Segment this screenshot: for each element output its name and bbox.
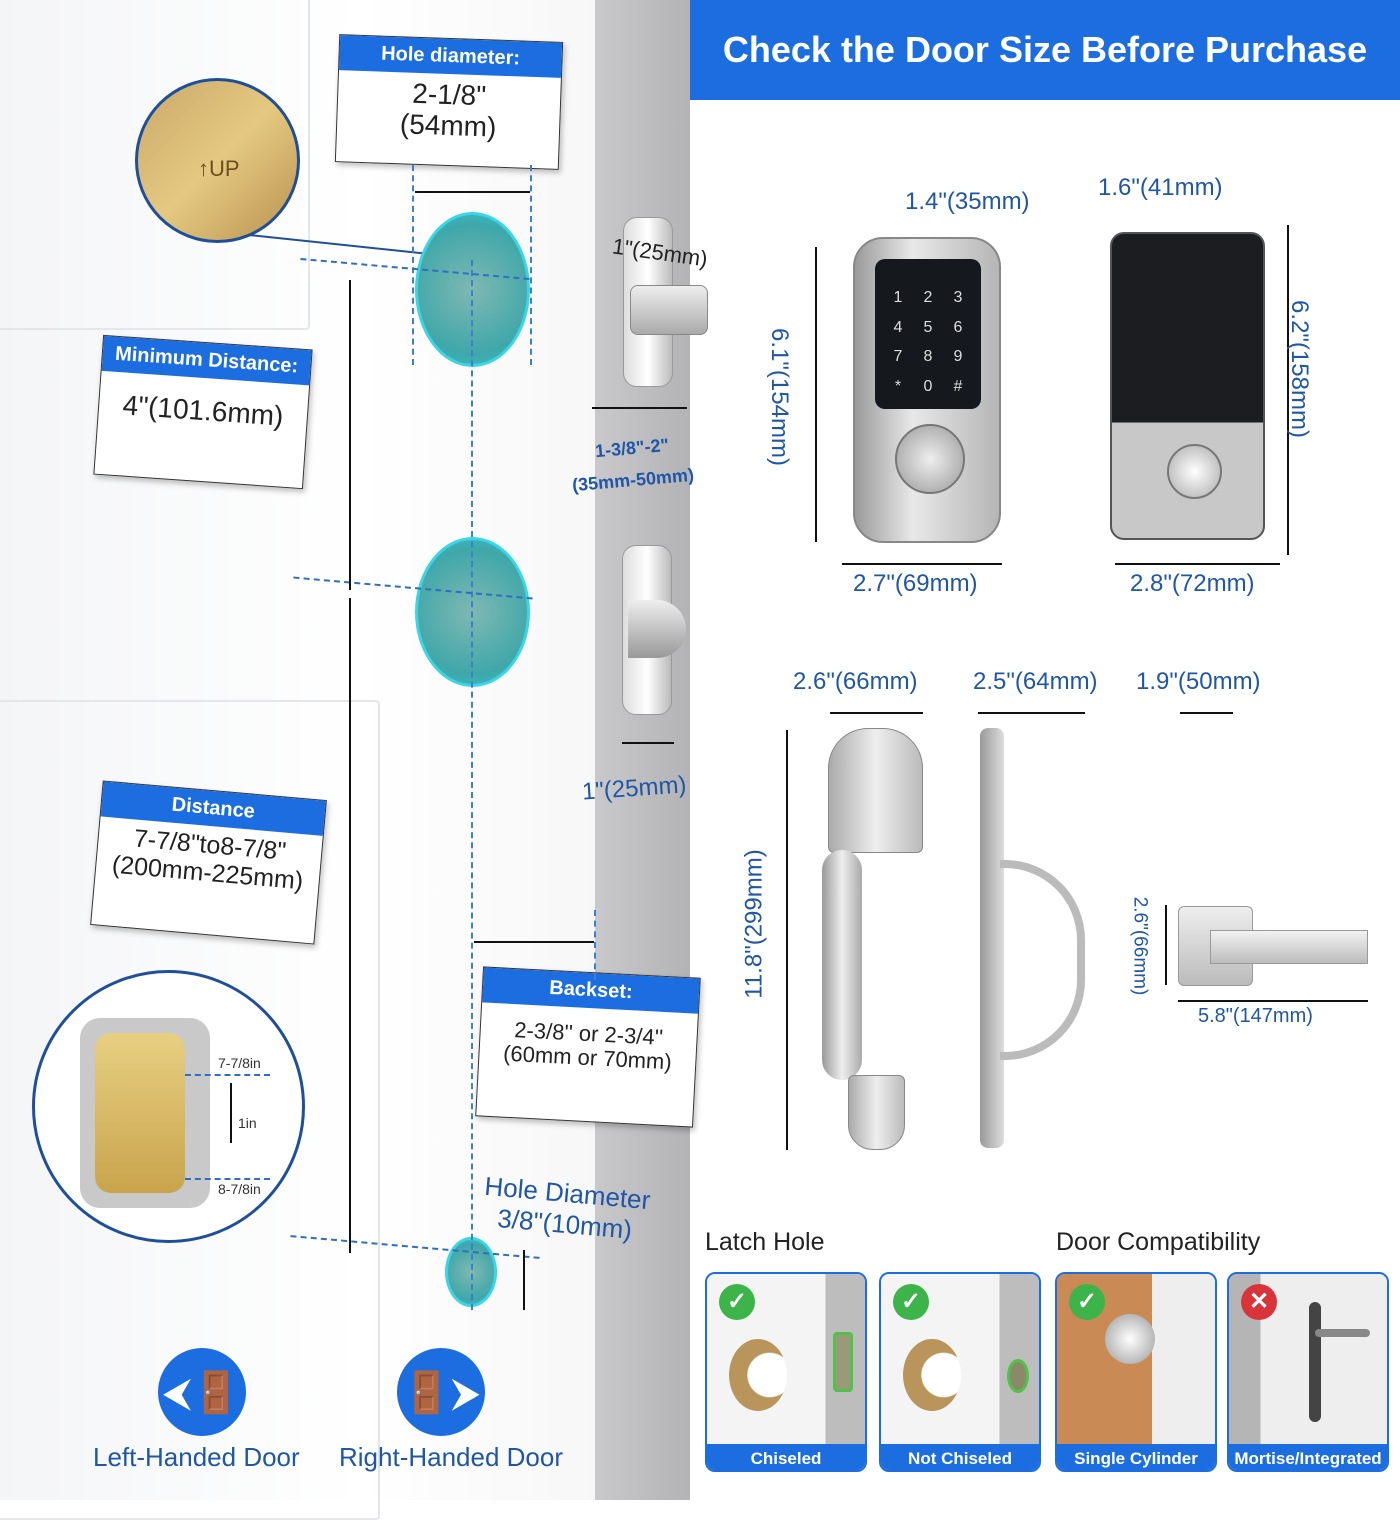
handleset-front (828, 728, 923, 853)
check-icon: ✓ (719, 1284, 755, 1320)
strike-detail-zoom: 7-7/8in 1in 8-7/8in (32, 970, 305, 1243)
handle-front-width-label: 2.6"(66mm) (793, 668, 918, 695)
lever (1315, 1329, 1370, 1337)
smart-lock-front: 1 2 3 4 5 6 7 8 9 * 0 # (853, 237, 1001, 543)
min-distance-arrow (349, 280, 351, 590)
left-handed-door-label: Left-Handed Door (93, 1442, 300, 1472)
deadbolt-bolt (630, 285, 708, 335)
tile-caption: Not Chiseled (881, 1444, 1039, 1470)
key[interactable]: 1 (893, 289, 903, 306)
width-arrow (830, 712, 923, 714)
top-label: 7-7/8in (218, 1055, 261, 1071)
key[interactable]: * (894, 377, 902, 395)
chiseled-latch-slot (833, 1332, 853, 1392)
check-icon: ✓ (893, 1284, 929, 1320)
latch-hole-heading: Latch Hole (705, 1228, 825, 1256)
key[interactable]: 2 (923, 289, 933, 306)
width-arrow (842, 563, 1002, 565)
check-icon: ✓ (1069, 1284, 1105, 1320)
mortise-tile: ✕ Mortise/Integrated (1227, 1272, 1389, 1472)
guide-line (185, 1074, 270, 1076)
width-arrow (1178, 1000, 1368, 1002)
tile-caption: Single Cylinder (1057, 1444, 1215, 1470)
center-line (471, 260, 473, 1310)
tile-caption: Chiseled (707, 1444, 865, 1470)
lever-rose-label: 2.6"(66mm) (1129, 896, 1151, 996)
bore-hole (729, 1339, 787, 1411)
backset-card: Backset: 2-3/8'' or 2-3/4''(60mm or 70mm… (475, 966, 701, 1128)
height-arrow (1165, 905, 1167, 985)
door-panel (0, 0, 310, 330)
front-height-label: 6.1"(154mm) (765, 328, 793, 466)
depth-arrow (592, 407, 687, 409)
hole-diameter-card: Hole diameter: 2-1/8"(54mm) (334, 34, 564, 170)
latch-detail-zoom: ↑UP (135, 78, 300, 243)
handle-side-grip (1000, 860, 1085, 1060)
bore-hole (903, 1339, 961, 1411)
value-mm: (54mm) (399, 108, 497, 143)
keypad: 1 2 3 4 5 6 7 8 9 * 0 # (875, 259, 981, 409)
latch-chiseled-tile: ✓ Chiseled (705, 1272, 867, 1472)
door-background (0, 0, 600, 1520)
single-cylinder-tile: ✓ Single Cylinder (1055, 1272, 1217, 1472)
min-distance-card: Minimum Distance: 4"(101.6mm) (93, 334, 313, 490)
bottom-label: 8-7/8in (218, 1181, 261, 1197)
guide-line (412, 165, 414, 365)
front-depth-label: 1.4"(35mm) (905, 188, 1030, 215)
height-arrow (815, 247, 817, 542)
width-arrow (978, 712, 1085, 714)
key[interactable]: 4 (893, 318, 903, 336)
back-height-label: 6.2"(158mm) (1285, 300, 1313, 438)
key[interactable]: 3 (953, 289, 963, 306)
hole-diameter-arrow (415, 191, 530, 193)
key[interactable]: 8 (923, 348, 933, 365)
guide-line (530, 165, 532, 365)
lever-handle (1210, 930, 1368, 964)
key[interactable]: 7 (893, 348, 903, 365)
key[interactable]: 9 (953, 348, 963, 365)
handle-base (848, 1075, 905, 1150)
round-latch-hole (1007, 1359, 1029, 1393)
small-hole-arrow (523, 1250, 525, 1310)
arrow (230, 1083, 232, 1143)
distance-arrow (349, 598, 351, 1253)
width-arrow (1115, 563, 1280, 565)
thumb-turn-icon (1167, 444, 1222, 499)
key-cylinder-icon (895, 424, 965, 494)
tile-caption: Mortise/Integrated (1229, 1444, 1387, 1470)
width-arrow (1180, 712, 1233, 714)
backset-arrow (474, 941, 594, 943)
brass-plate (95, 1033, 185, 1193)
back-width-label: 2.8"(72mm) (1130, 570, 1255, 597)
mid-label: 1in (238, 1115, 257, 1131)
handle-side-width-label: 2.5"(64mm) (973, 668, 1098, 695)
page-title: Check the Door Size Before Purchase (690, 0, 1400, 100)
front-width-label: 2.7"(69mm) (853, 570, 978, 597)
key[interactable]: 5 (923, 318, 933, 336)
mortise-handle-icon (1309, 1302, 1321, 1422)
back-depth-label: 1.6"(41mm) (1098, 174, 1223, 201)
smart-lock-back (1110, 232, 1265, 540)
latch-arrow (622, 742, 674, 744)
height-arrow (786, 730, 788, 1150)
height-arrow (1287, 225, 1289, 555)
handle-grip (822, 850, 862, 1080)
guide-line (594, 910, 596, 980)
deadbolt-key-icon (1105, 1314, 1155, 1364)
left-handed-door-icon: ⮜🚪 (158, 1348, 246, 1436)
key[interactable]: 6 (953, 318, 963, 336)
distance-card: Distance 7-7/8"to8-7/8"(200mm-225mm) (90, 780, 327, 945)
right-handed-door-label: Right-Handed Door (339, 1442, 564, 1472)
latch-not-chiseled-tile: ✓ Not Chiseled (879, 1272, 1041, 1472)
key[interactable]: # (953, 377, 963, 395)
lever-length-label: 5.8"(147mm) (1198, 1005, 1313, 1027)
x-icon: ✕ (1241, 1284, 1277, 1320)
handle-height-label: 11.8"(299mm) (740, 849, 768, 999)
right-handed-door-icon: 🚪⮞ (397, 1348, 485, 1436)
guide-line (185, 1178, 270, 1180)
door-compatibility-heading: Door Compatibility (1056, 1228, 1261, 1256)
key[interactable]: 0 (923, 377, 933, 395)
latch-bolt (628, 600, 686, 658)
lever-depth-label: 1.9"(50mm) (1136, 668, 1261, 695)
